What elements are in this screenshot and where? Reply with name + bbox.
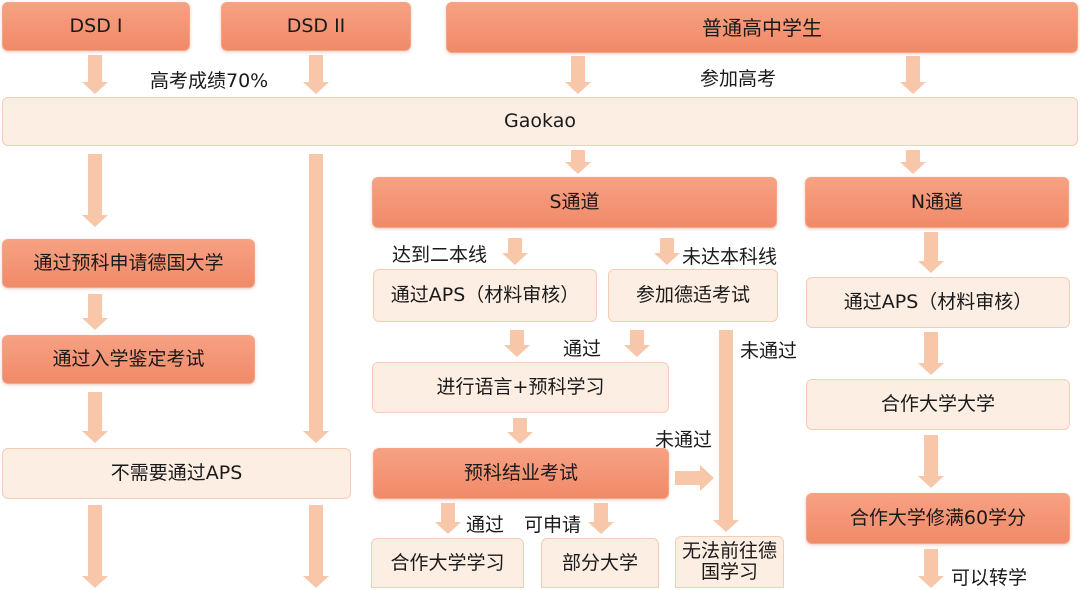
arrow-dsd1-gaokao (82, 55, 108, 94)
arrow-exam-noaps (82, 392, 108, 443)
dsd1-box: DSD I (2, 2, 190, 51)
prep-final-exam-box: 预科结业考试 (373, 448, 669, 499)
take-gaokao-label: 参加高考 (700, 68, 777, 90)
gaokao-box: Gaokao (2, 97, 1078, 146)
arrow-testdaf-lang (624, 330, 650, 357)
can-apply-label: 可申请 (524, 514, 582, 536)
can-transfer-label: 可以转学 (951, 567, 1028, 589)
arrow-testdaf-fail (713, 330, 739, 532)
high-school-student-box: 普通高中学生 (446, 2, 1078, 53)
fail-label-1: 未通过 (740, 340, 798, 362)
n-aps-box: 通过APS（材料审核） (806, 277, 1070, 328)
arrow-gaokao-s (565, 150, 591, 174)
entrance-exam-box: 通过入学鉴定考试 (2, 335, 255, 384)
arrow-lang-final (507, 418, 533, 444)
arrow-prep-exam (82, 294, 108, 330)
gaokao-70-label: 高考成绩70% (150, 70, 269, 92)
arrow-gaokao-long (303, 154, 329, 443)
arrow-noaps-bottom-2 (303, 505, 329, 588)
reach-line-label: 达到二本线 (392, 244, 488, 266)
arrow-noaps-bottom-1 (82, 505, 108, 588)
coop-study-box: 合作大学学习 (371, 538, 524, 588)
arrow-hs-gaokao-left (565, 56, 591, 94)
arrow-dsd2-gaokao (303, 55, 329, 94)
arrow-not-reach-line (654, 238, 680, 265)
arrow-n-aps (918, 232, 944, 273)
arrow-aps-coop (918, 332, 944, 375)
pass-label-2: 通过 (466, 514, 505, 536)
pass-label-1: 通过 (563, 338, 602, 360)
arrow-final-coop (435, 503, 461, 534)
fail-label-2: 未通过 (655, 429, 713, 451)
arrow-final-some (588, 503, 614, 534)
arrow-gaokao-prep (82, 154, 108, 227)
not-reach-line-label: 未达本科线 (682, 246, 778, 268)
no-aps-box: 不需要通过APS (2, 448, 351, 499)
s-aps-box: 通过APS（材料审核） (373, 269, 597, 322)
arrow-hs-gaokao-right (900, 56, 926, 94)
arrow-final-fail (675, 465, 714, 491)
arrow-gaokao-n (900, 150, 926, 174)
prep-apply-box: 通过预科申请德国大学 (2, 239, 255, 288)
s-channel-box: S通道 (372, 177, 777, 228)
some-univ-box: 部分大学 (541, 538, 659, 588)
arrow-credits-transfer (918, 549, 944, 588)
dsd2-box: DSD II (221, 2, 411, 51)
lang-prep-box: 进行语言+预科学习 (372, 362, 669, 413)
testdaf-box: 参加德适考试 (608, 269, 778, 322)
n-channel-box: N通道 (805, 177, 1069, 228)
coop-univ-box: 合作大学大学 (806, 379, 1070, 430)
arrow-reach-line (502, 238, 528, 265)
arrow-aps-lang (504, 330, 530, 357)
cannot-go-box: 无法前往德国学习 (675, 536, 784, 588)
credits-60-box: 合作大学修满60学分 (806, 493, 1070, 544)
arrow-coop-credits (918, 435, 944, 488)
